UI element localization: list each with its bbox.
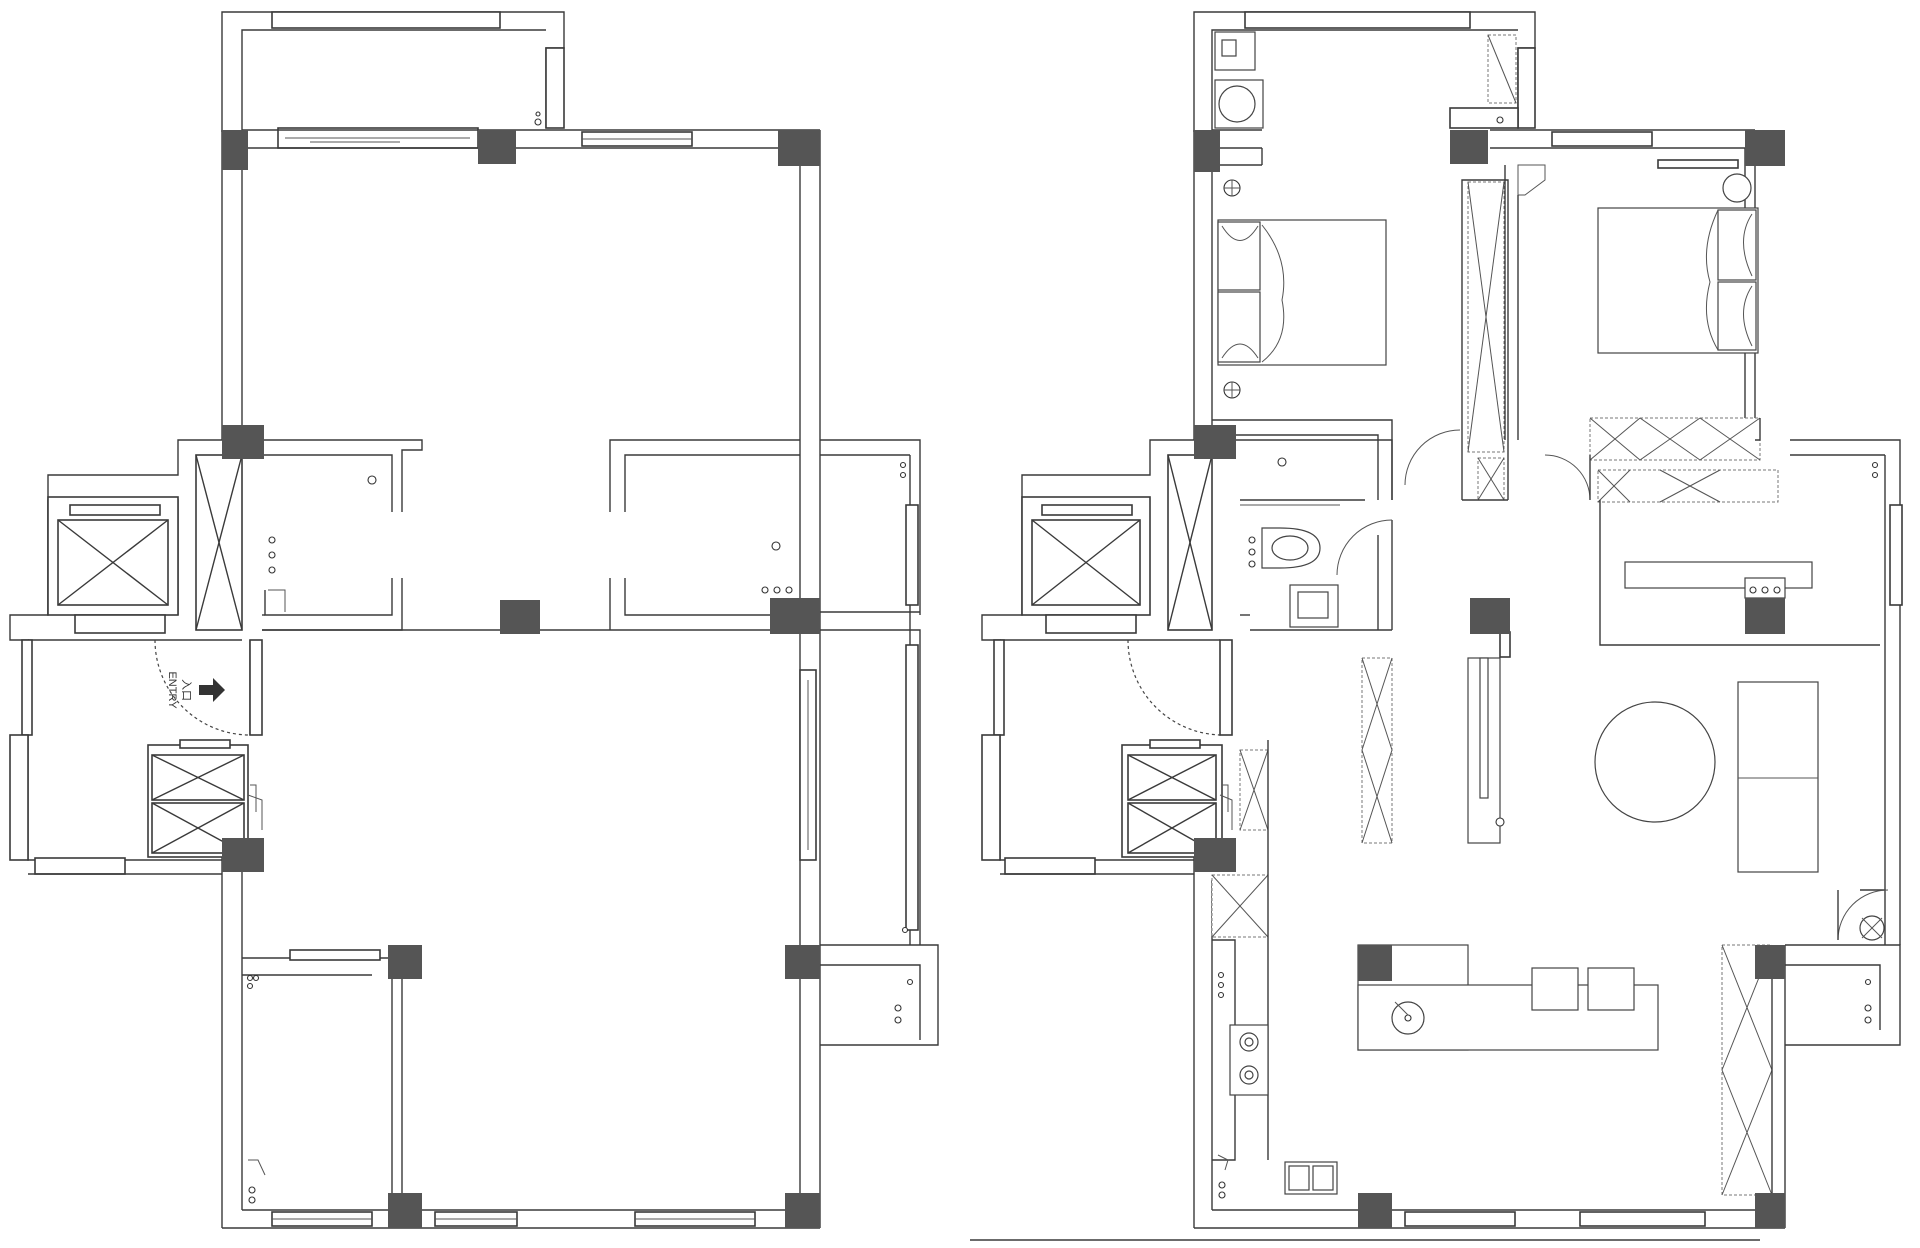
entry-marker: 入口 ENTRY <box>166 671 225 709</box>
furnished-floor-plan <box>970 11 1903 1241</box>
bathroom <box>1212 439 1393 631</box>
living-dining <box>1357 631 1659 1051</box>
furnished-entry-lobby <box>981 439 1233 875</box>
original-floor-plan: 入口 ENTRY <box>9 11 939 1229</box>
top-balcony <box>221 11 565 149</box>
kitchen <box>1212 939 1338 1199</box>
left-cabinets <box>1211 740 1269 1160</box>
right-lower-balcony <box>1721 944 1901 1228</box>
furnished-main-walls <box>1193 129 1785 1229</box>
wardrobe-column <box>1404 164 1546 501</box>
entry-lobby <box>9 439 263 875</box>
bedroom-left <box>1212 179 1393 500</box>
bottom-left-room <box>242 949 403 1210</box>
main-walls <box>221 129 821 1229</box>
bedroom-right <box>1504 159 1779 503</box>
structural-columns <box>222 130 820 1228</box>
entry-label: 入口 <box>180 679 192 701</box>
right-rooms <box>609 439 800 630</box>
entry-sublabel: ENTRY <box>166 671 178 709</box>
right-balcony <box>799 439 939 1046</box>
living-room <box>1594 439 1903 945</box>
furnished-structural-columns <box>1194 130 1785 1228</box>
service-balcony <box>1193 11 1536 132</box>
